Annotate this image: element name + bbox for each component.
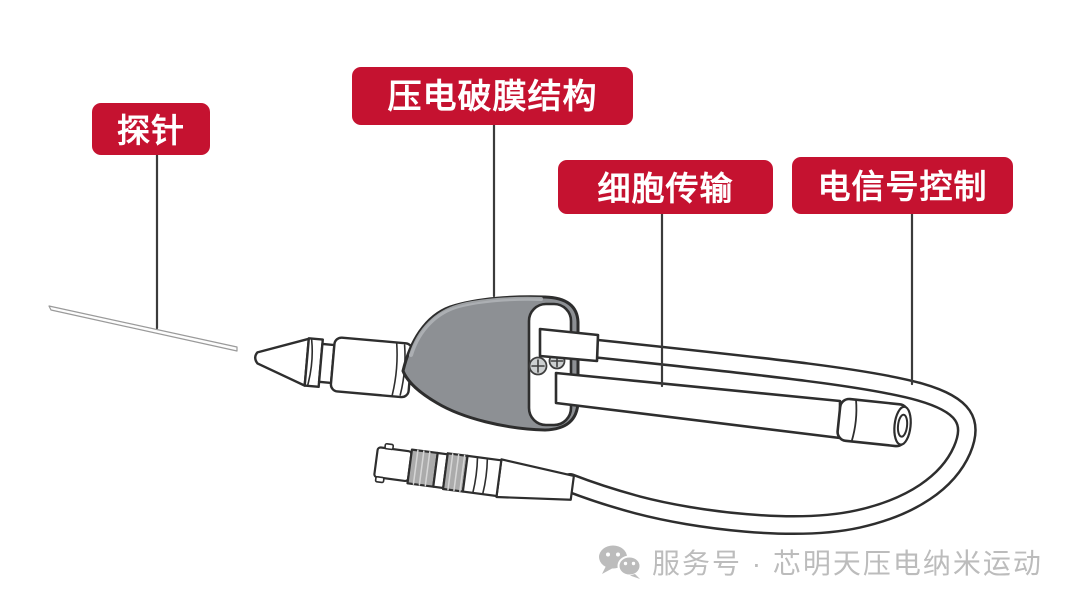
wechat-icon [599,545,642,579]
label-signal-control: 电信号控制 [792,157,1013,214]
strain-relief-taper [495,458,575,501]
connector-rings [461,454,503,498]
cable-sleeve [538,327,600,363]
tube-end-fitting [836,397,912,448]
label-signal-text: 电信号控制 [817,168,988,205]
label-cell-text: 细胞传输 [597,169,734,207]
label-probe: 探针 [92,103,210,155]
watermark-text: 服务号 · 芯明天压电纳米运动 [652,548,1043,579]
bnc-barrel [373,446,413,483]
label-probe-text: 探针 [117,111,185,149]
bnc-connector [373,442,575,501]
bayonet-pin [374,476,385,484]
cell-tube [554,371,842,440]
watermark: 服务号 · 芯明天压电纳米运动 [597,543,1043,581]
probe-needle [48,305,238,352]
label-piezo-text: 压电破膜结构 [387,78,598,116]
leader-lines [155,123,914,388]
holder-cylinder [329,336,414,399]
nozzle-cone [254,337,310,387]
label-cell-transport: 细胞传输 [558,160,773,214]
device-body-highlight [409,296,543,357]
bayonet-pin [384,442,395,451]
nozzle-ring-line [306,339,314,386]
signal-cable [560,338,977,535]
holder-ring-line [391,342,398,397]
label-piezo-membrane-structure: 压电破膜结构 [352,67,633,125]
